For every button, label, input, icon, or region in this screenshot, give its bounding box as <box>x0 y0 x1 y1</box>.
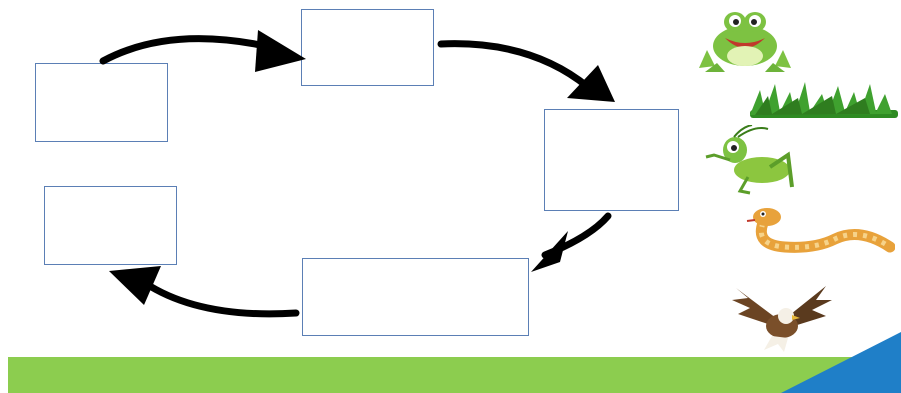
arrow-top-center-to-right <box>437 40 592 91</box>
arrowhead-3 <box>531 231 568 272</box>
eagle-icon[interactable] <box>728 278 833 353</box>
arrowhead-4 <box>109 266 161 305</box>
arrowhead-1 <box>255 30 306 72</box>
grasshopper-icon[interactable] <box>700 125 795 195</box>
arrow-bottom-center-to-bottom-left <box>141 279 300 318</box>
answer-box-bottom-center[interactable] <box>302 258 529 336</box>
answer-box-right[interactable] <box>544 109 679 211</box>
footer-green-bar <box>8 357 901 393</box>
frog-icon[interactable] <box>695 8 795 73</box>
arrow-top-left-to-top-center <box>99 35 274 65</box>
arrowhead-2 <box>567 65 615 102</box>
answer-box-bottom-left[interactable] <box>44 186 177 265</box>
grass-icon[interactable] <box>750 80 900 120</box>
snake-icon[interactable] <box>745 205 895 260</box>
footer-blue-corner <box>781 332 901 393</box>
answer-box-top-center[interactable] <box>301 9 434 86</box>
